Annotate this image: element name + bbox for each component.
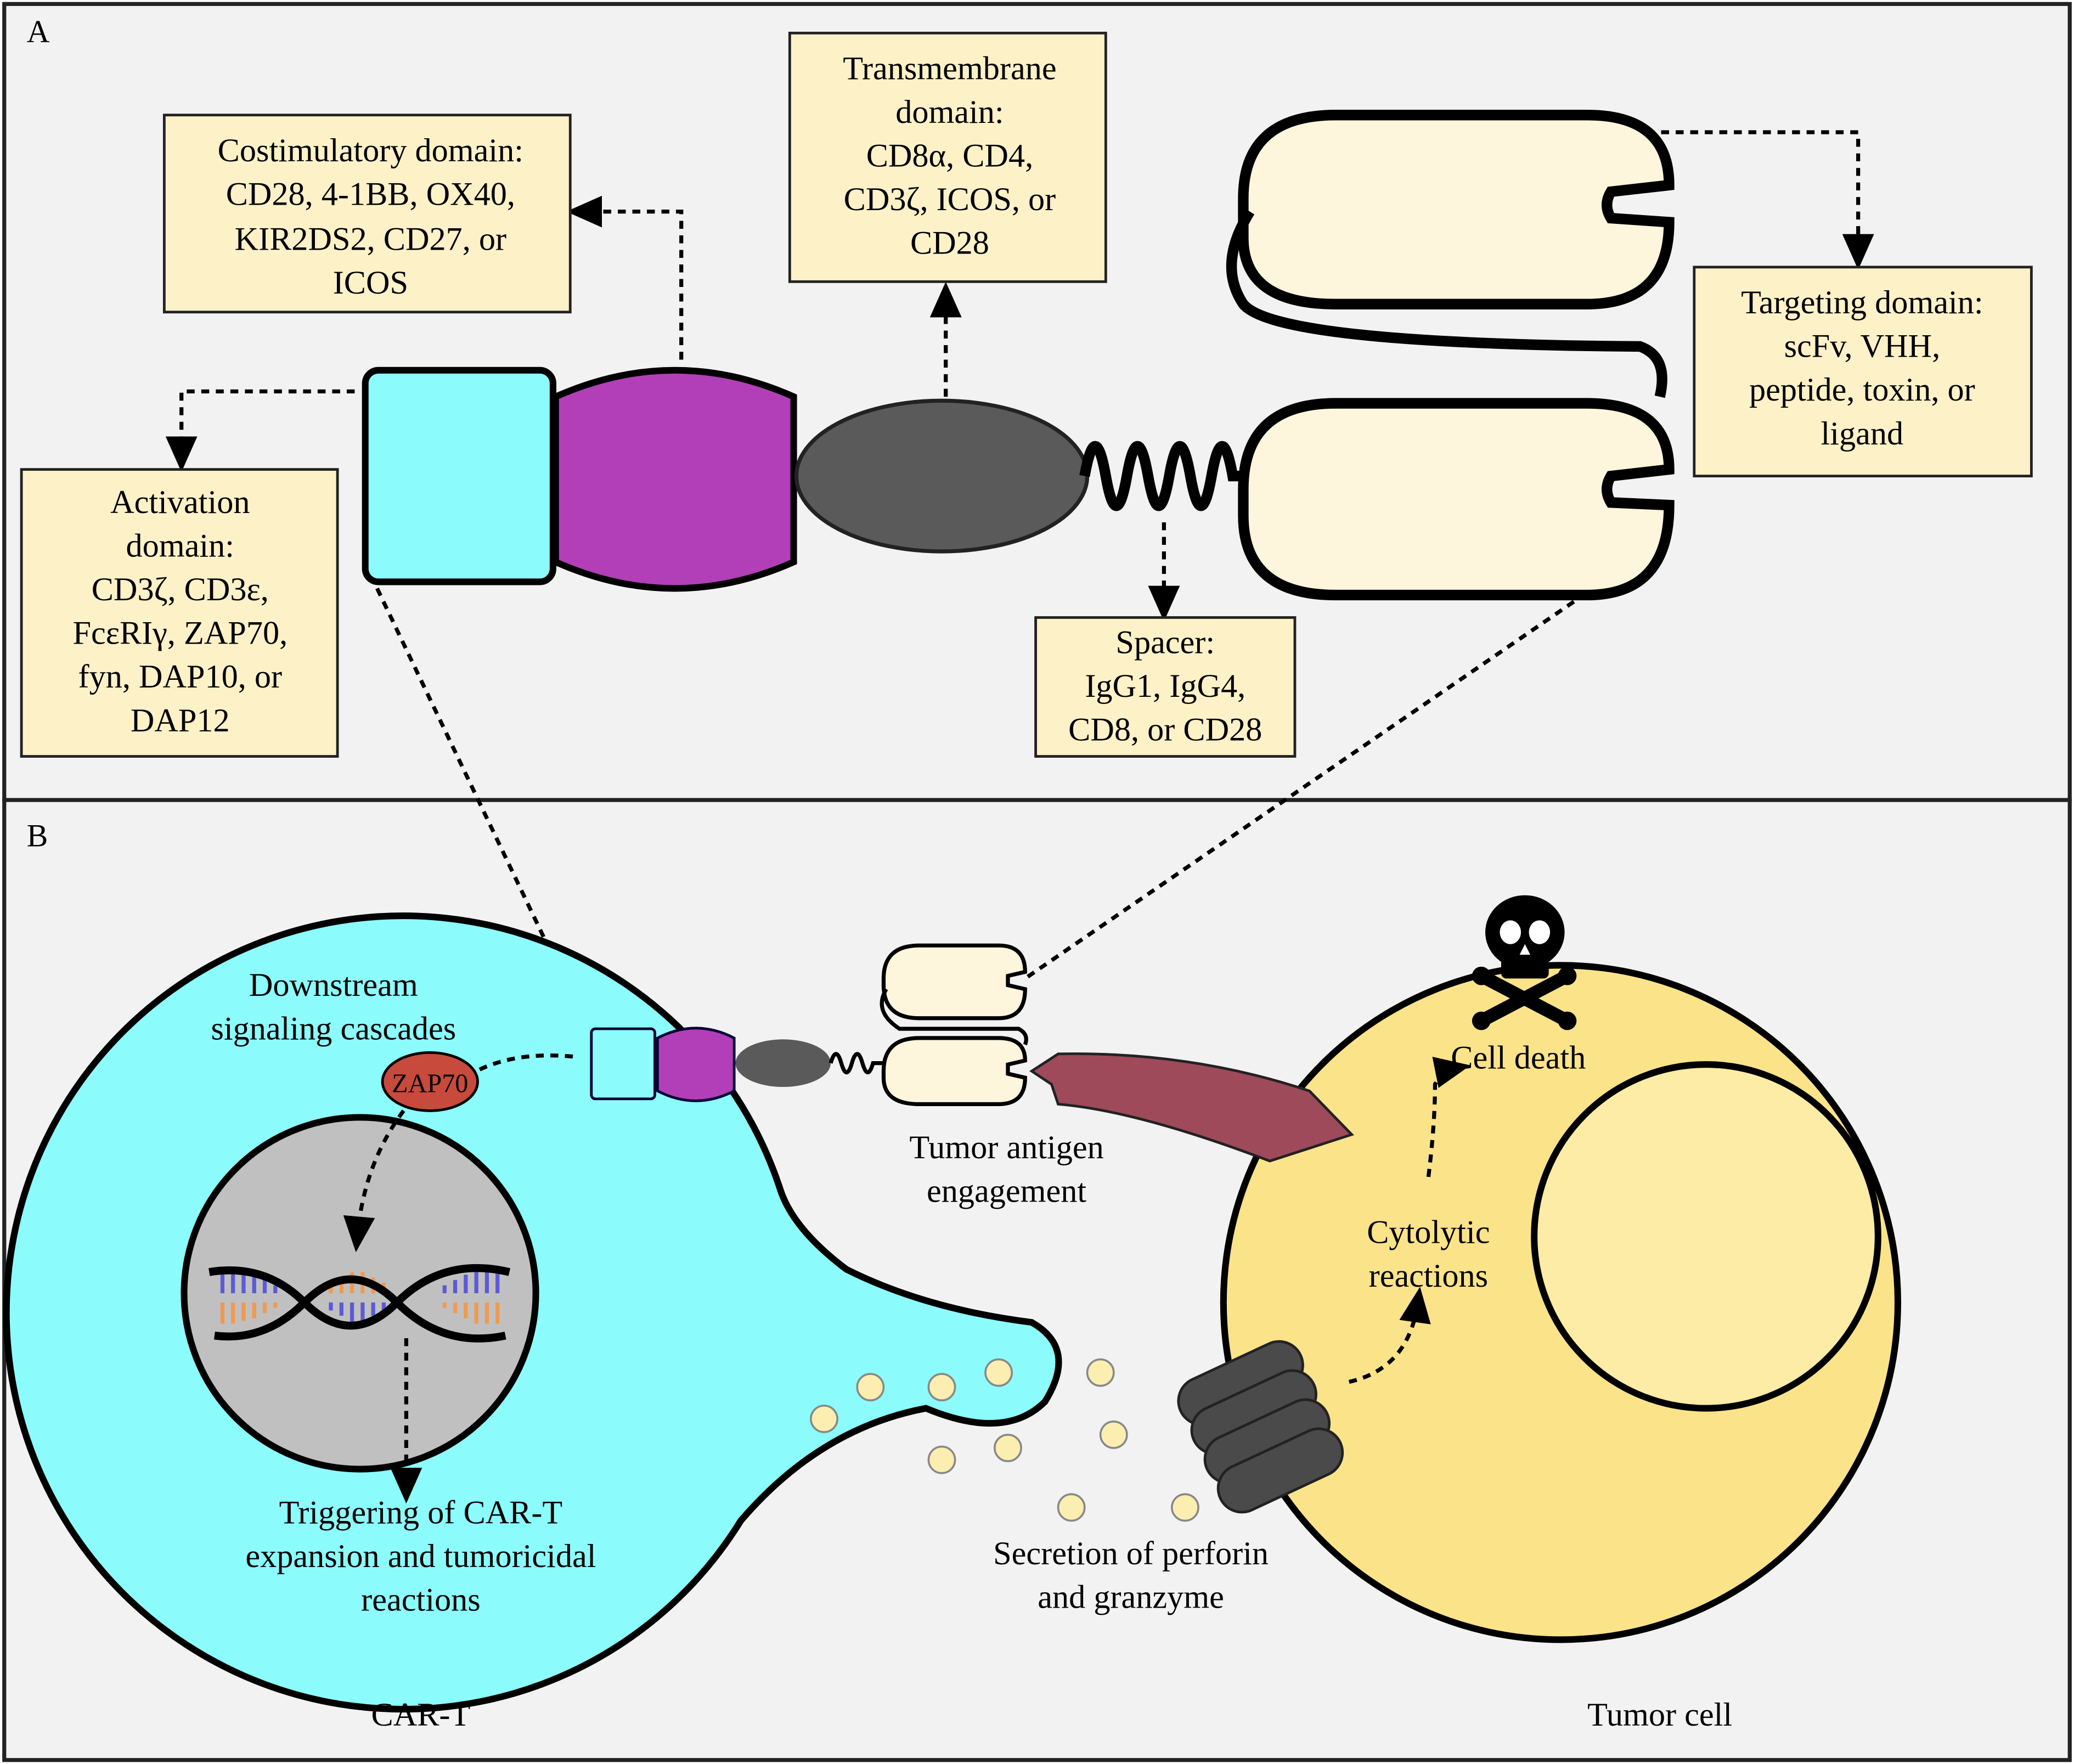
panel-a-label: A xyxy=(27,14,50,49)
cell-death-label: Cell death xyxy=(1451,1039,1586,1076)
dna-helix-icon xyxy=(208,1264,511,1343)
targeting-domain-upper xyxy=(1238,110,1675,309)
panel-b-label: B xyxy=(27,818,48,853)
car-t-label: CAR-T xyxy=(371,1697,471,1733)
svg-text:Spacer:IgG1, IgG4,CD8, or CD28: Spacer:IgG1, IgG4,CD8, or CD28 xyxy=(1068,624,1262,748)
targeting-domain-lower xyxy=(1238,398,1675,601)
tumor-antigen xyxy=(1029,1052,1355,1163)
car-t-nucleus xyxy=(181,1114,539,1473)
tumor-nucleus xyxy=(1531,1061,1881,1412)
targeting-linker xyxy=(1226,208,1667,398)
car-receptor-small xyxy=(590,943,1028,1107)
granzyme-granules xyxy=(810,1358,1199,1522)
targeting-box: Targeting domain:scFv, VHH,peptide, toxi… xyxy=(1693,266,2033,478)
activation-domain-shape xyxy=(362,367,556,585)
connectors-b xyxy=(343,1053,1470,1504)
svg-text:Costimulatory domain:CD28, 4-1: Costimulatory domain:CD28, 4-1BB, OX40,K… xyxy=(218,132,523,301)
skull-icon xyxy=(1472,895,1577,1030)
perforin-pore-icon xyxy=(1177,1340,1344,1514)
spacer-box: Spacer:IgG1, IgG4,CD8, or CD28 xyxy=(1034,616,1297,758)
car-construct xyxy=(362,110,1675,601)
zap70-node: ZAP70 xyxy=(381,1051,479,1112)
transmembrane-domain-shape xyxy=(794,398,1090,554)
spacer-spring xyxy=(1079,441,1243,511)
costimulatory-domain-shape xyxy=(552,367,797,592)
svg-text:Targeting domain:scFv, VHH,pep: Targeting domain:scFv, VHH,peptide, toxi… xyxy=(1741,284,1983,452)
costimulatory-box: Costimulatory domain:CD28, 4-1BB, OX40,K… xyxy=(162,114,572,314)
tumor-cell-label: Tumor cell xyxy=(1587,1697,1732,1733)
svg-text:ZAP70: ZAP70 xyxy=(392,1069,468,1098)
